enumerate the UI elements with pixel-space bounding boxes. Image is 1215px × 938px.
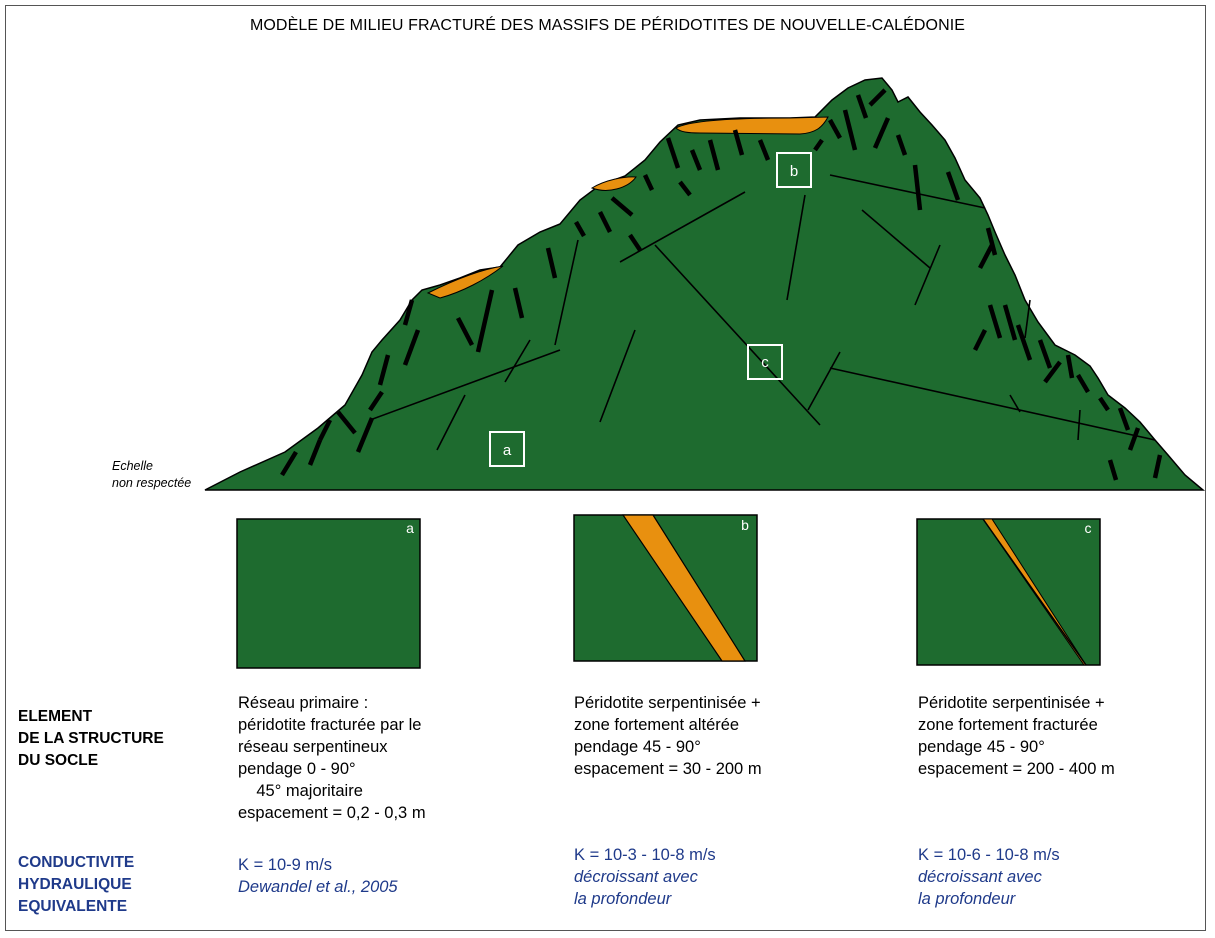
panel-c: c (916, 518, 1101, 666)
heading-line: DU SOCLE (18, 752, 99, 769)
svg-text:c: c (761, 354, 769, 371)
alteration-cap-mid (590, 176, 637, 191)
conductivity-note: décroissant avec (574, 868, 698, 886)
description-line: Péridotite serpentinisée + (918, 694, 1105, 712)
description-b: Péridotite serpentinisée + zone fortemen… (574, 692, 762, 780)
description-line: zone fortement altérée (574, 716, 740, 734)
figure-title: MODÈLE DE MILIEU FRACTURÉ DES MASSIFS DE… (249, 17, 966, 34)
scale-note: Echelle non respectée (112, 458, 191, 492)
description-line: pendage 0 - 90° (238, 760, 356, 778)
conductivity-c: K = 10-6 - 10-8 m/s décroissant avec la … (918, 844, 1060, 910)
description-line: Péridotite serpentinisée + (574, 694, 761, 712)
description-line: espacement = 200 - 400 m (918, 760, 1115, 778)
scale-note-line-2: non respectée (112, 476, 192, 490)
conductivity-note: la profondeur (574, 890, 672, 908)
description-line: pendage 45 - 90° (574, 738, 701, 756)
conductivity-a: K = 10-9 m/s Dewandel et al., 2005 (238, 854, 398, 898)
conductivity-note: la profondeur (918, 890, 1016, 908)
description-line: espacement = 0,2 - 0,3 m (238, 804, 426, 822)
description-line: pendage 45 - 90° (918, 738, 1045, 756)
svg-text:b: b (790, 163, 798, 180)
svg-text:b: b (741, 517, 749, 533)
svg-text:a: a (406, 520, 414, 536)
panel-a: a (236, 518, 421, 669)
description-line: 45° majoritaire (238, 782, 363, 800)
description-line: Réseau primaire : (238, 694, 369, 712)
conductivity-value: K = 10-9 m/s (238, 856, 332, 874)
conductivity-value: K = 10-3 - 10-8 m/s (574, 846, 716, 864)
heading-line: EQUIVALENTE (18, 898, 128, 915)
heading-line: CONDUCTIVITE (18, 854, 135, 871)
conductivity-b: K = 10-3 - 10-8 m/s décroissant avec la … (574, 844, 716, 910)
serpentine-dashes (280, 88, 1163, 481)
heading-line: DE LA STRUCTURE (18, 730, 164, 747)
conductivity-note: décroissant avec (918, 868, 1042, 886)
description-line: zone fortement fracturée (918, 716, 1098, 734)
conductivity-note: Dewandel et al., 2005 (238, 878, 398, 896)
conductivity-value: K = 10-6 - 10-8 m/s (918, 846, 1060, 864)
description-line: espacement = 30 - 200 m (574, 760, 762, 778)
heading-conductivity: CONDUCTIVITE HYDRAULIQUE EQUIVALENTE (18, 852, 134, 918)
heading-line: HYDRAULIQUE (18, 876, 132, 893)
description-line: péridotite fracturée par le (238, 716, 422, 734)
alteration-cap-top (675, 116, 829, 135)
fracture-network-thin (369, 174, 1156, 451)
scale-note-line-1: Echelle (112, 459, 153, 473)
massif-body (204, 77, 1206, 491)
svg-text:a: a (503, 442, 512, 459)
svg-text:c: c (1085, 520, 1092, 536)
marker-b: b (776, 152, 812, 188)
panel-b: b (573, 514, 758, 662)
heading-element-structure: ELEMENT DE LA STRUCTURE DU SOCLE (18, 706, 164, 772)
description-a: Réseau primaire : péridotite fracturée p… (238, 692, 426, 824)
figure-frame (5, 5, 1206, 931)
heading-line: ELEMENT (18, 708, 93, 725)
marker-a: a (489, 431, 525, 467)
marker-c: c (747, 344, 783, 380)
description-line: réseau serpentineux (238, 738, 388, 756)
description-c: Péridotite serpentinisée + zone fortemen… (918, 692, 1115, 780)
alteration-cap-left (426, 265, 504, 299)
